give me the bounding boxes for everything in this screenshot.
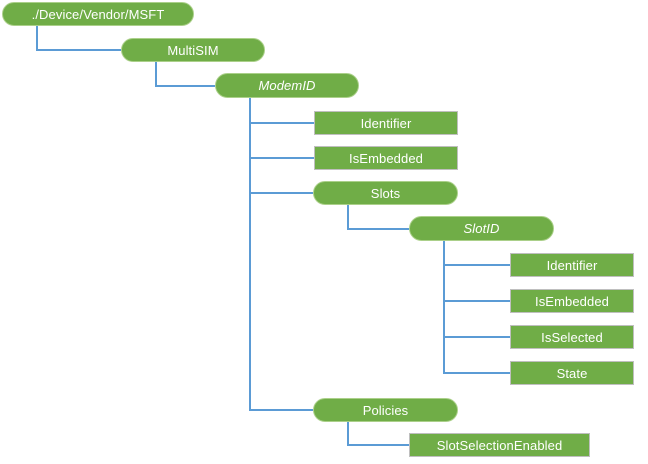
tree-node-label: MultiSIM: [167, 42, 219, 58]
tree-node-label: Policies: [362, 402, 409, 418]
tree-node-slotid[interactable]: SlotID: [409, 216, 554, 241]
tree-node-multisim[interactable]: MultiSIM: [121, 38, 265, 62]
connector-h-slotid-s-isembedded: [443, 300, 510, 302]
tree-node-label: Identifier: [360, 115, 412, 131]
connector-v-root: [36, 26, 38, 51]
tree-node-modemid[interactable]: ModemID: [215, 73, 359, 98]
tree-node-s-isselected[interactable]: IsSelected: [510, 325, 634, 349]
connector-v-policies: [347, 422, 349, 446]
tree-node-s-isembedded[interactable]: IsEmbedded: [510, 289, 634, 313]
connector-h-slotid-s-isselected: [443, 336, 510, 338]
connector-h-modemid-m-identifier: [249, 122, 314, 124]
tree-node-label: Identifier: [546, 257, 598, 273]
tree-node-s-identifier[interactable]: Identifier: [510, 253, 634, 277]
connector-h-slots-slotid: [347, 228, 409, 230]
tree-node-label: ./Device/Vendor/MSFT: [31, 6, 165, 22]
tree-node-label: IsSelected: [541, 329, 603, 345]
tree-node-m-identifier[interactable]: Identifier: [314, 111, 458, 135]
connector-v-slots: [347, 205, 349, 230]
connector-h-modemid-m-isembedded: [249, 157, 314, 159]
tree-node-label: SlotSelectionEnabled: [436, 437, 563, 453]
tree-node-label: IsEmbedded: [349, 150, 423, 166]
tree-node-label: ModemID: [258, 78, 316, 93]
tree-node-label: SlotID: [463, 221, 500, 236]
connector-v-modemid: [249, 98, 251, 411]
connector-h-slotid-s-identifier: [443, 264, 510, 266]
tree-node-root[interactable]: ./Device/Vendor/MSFT: [2, 2, 194, 26]
tree-node-slots[interactable]: Slots: [313, 181, 458, 205]
tree-node-label: State: [556, 365, 588, 381]
tree-node-label: IsEmbedded: [535, 293, 609, 309]
connector-v-slotid: [443, 241, 445, 374]
tree-node-label: Slots: [370, 185, 401, 201]
tree-node-m-isembedded[interactable]: IsEmbedded: [314, 146, 458, 170]
connector-h-policies-slotselection: [347, 444, 409, 446]
connector-h-slotid-s-state: [443, 372, 510, 374]
connector-h-modemid-slots: [249, 192, 313, 194]
connector-h-multisim-modemid: [155, 85, 215, 87]
tree-node-s-state[interactable]: State: [510, 361, 634, 385]
connector-v-multisim: [155, 62, 157, 87]
tree-node-slotselection[interactable]: SlotSelectionEnabled: [409, 433, 590, 457]
tree-node-policies[interactable]: Policies: [313, 398, 458, 422]
connector-h-modemid-policies: [249, 409, 313, 411]
connector-h-root-multisim: [36, 49, 121, 51]
